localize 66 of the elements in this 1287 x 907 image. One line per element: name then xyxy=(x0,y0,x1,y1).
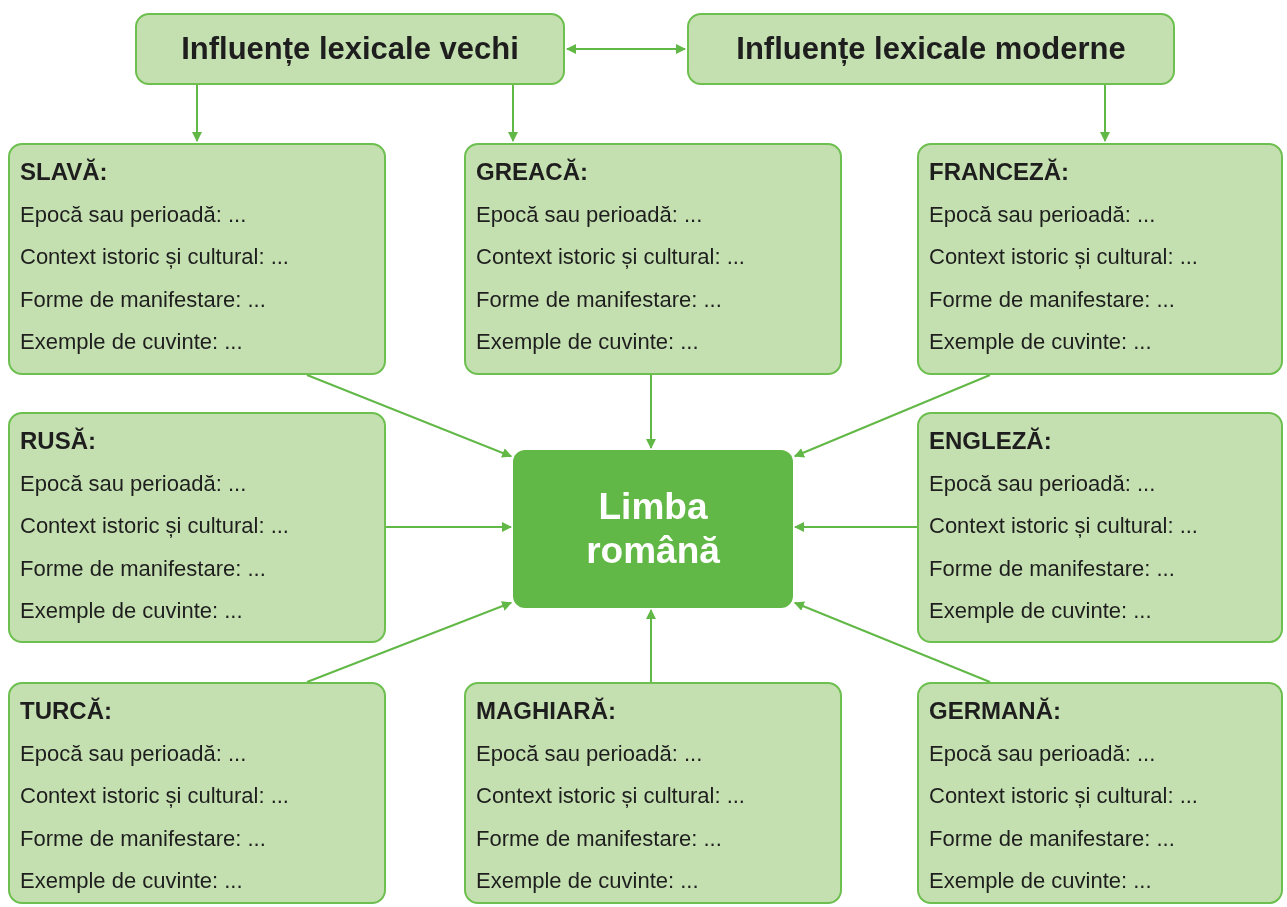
card-field-line: Context istoric și cultural: ... xyxy=(20,782,290,810)
card-heading: RUSĂ: xyxy=(20,426,97,456)
card-field-line: Context istoric și cultural: ... xyxy=(20,243,290,271)
info-card xyxy=(917,682,1283,904)
card-field-line: Exemple de cuvinte: ... xyxy=(929,328,1153,356)
card-field-line: Forme de manifestare: ... xyxy=(476,285,723,314)
arrow xyxy=(306,601,513,683)
card-field-line: Exemple de cuvinte: ... xyxy=(929,597,1153,625)
card-field-line: Epocă sau perioadă: ... xyxy=(476,200,704,229)
arrow xyxy=(793,601,991,683)
card-field-line: Context istoric și cultural: ... xyxy=(929,512,1199,540)
info-card xyxy=(8,682,386,904)
card-field-line: Exemple de cuvinte: ... xyxy=(20,328,244,356)
arrow xyxy=(794,522,918,532)
card-field-line: Context istoric și cultural: ... xyxy=(20,512,290,540)
arrow xyxy=(646,374,656,449)
info-card xyxy=(464,143,842,375)
card-field-line: Epocă sau perioadă: ... xyxy=(476,739,704,768)
card-field-line: Context istoric și cultural: ... xyxy=(929,243,1199,271)
card-field-line: Exemple de cuvinte: ... xyxy=(20,597,244,625)
card-field-line: Context istoric și cultural: ... xyxy=(476,782,746,810)
card-field-line: Exemple de cuvinte: ... xyxy=(929,867,1153,895)
card-heading: TURCĂ: xyxy=(20,696,113,726)
arrow xyxy=(306,374,513,458)
heading-text: Influențe lexicale vechi xyxy=(181,31,519,67)
card-field-line: Epocă sau perioadă: ... xyxy=(929,200,1157,229)
card-heading: MAGHIARĂ: xyxy=(476,696,617,726)
card-field-line: Exemple de cuvinte: ... xyxy=(476,867,700,895)
arrow xyxy=(646,609,656,683)
card-heading: GREACĂ: xyxy=(476,157,589,187)
central-box xyxy=(513,450,793,608)
card-field-line: Epocă sau perioadă: ... xyxy=(929,469,1157,498)
arrow xyxy=(385,522,512,532)
info-card xyxy=(464,682,842,904)
card-field-line: Exemple de cuvinte: ... xyxy=(20,867,244,895)
card-heading: SLAVĂ: xyxy=(20,157,109,187)
card-field-line: Epocă sau perioadă: ... xyxy=(929,739,1157,768)
card-field-line: Forme de manifestare: ... xyxy=(929,554,1176,583)
card-heading: GERMANĂ: xyxy=(929,696,1062,726)
arrow xyxy=(566,44,686,54)
arrow xyxy=(192,84,202,142)
heading-box xyxy=(687,13,1175,85)
card-field-line: Epocă sau perioadă: ... xyxy=(20,469,248,498)
info-card xyxy=(917,143,1283,375)
card-heading: ENGLEZĂ: xyxy=(929,426,1053,456)
card-field-line: Forme de manifestare: ... xyxy=(20,554,267,583)
info-card xyxy=(8,143,386,375)
arrow xyxy=(1100,84,1110,142)
card-field-line: Forme de manifestare: ... xyxy=(929,285,1176,314)
arrow xyxy=(793,374,991,458)
card-field-line: Context istoric și cultural: ... xyxy=(476,243,746,271)
card-field-line: Forme de manifestare: ... xyxy=(929,824,1176,853)
card-field-line: Epocă sau perioadă: ... xyxy=(20,200,248,229)
card-field-line: Forme de manifestare: ... xyxy=(20,285,267,314)
card-heading: FRANCEZĂ: xyxy=(929,157,1070,187)
card-field-line: Forme de manifestare: ... xyxy=(476,824,723,853)
card-field-line: Forme de manifestare: ... xyxy=(20,824,267,853)
heading-box xyxy=(135,13,565,85)
arrow xyxy=(508,84,518,142)
card-field-line: Exemple de cuvinte: ... xyxy=(476,328,700,356)
info-card xyxy=(917,412,1283,643)
card-field-line: Epocă sau perioadă: ... xyxy=(20,739,248,768)
card-field-line: Context istoric și cultural: ... xyxy=(929,782,1199,810)
central-text: Limba română xyxy=(585,484,721,573)
heading-text: Influențe lexicale moderne xyxy=(736,31,1126,67)
info-card xyxy=(8,412,386,643)
